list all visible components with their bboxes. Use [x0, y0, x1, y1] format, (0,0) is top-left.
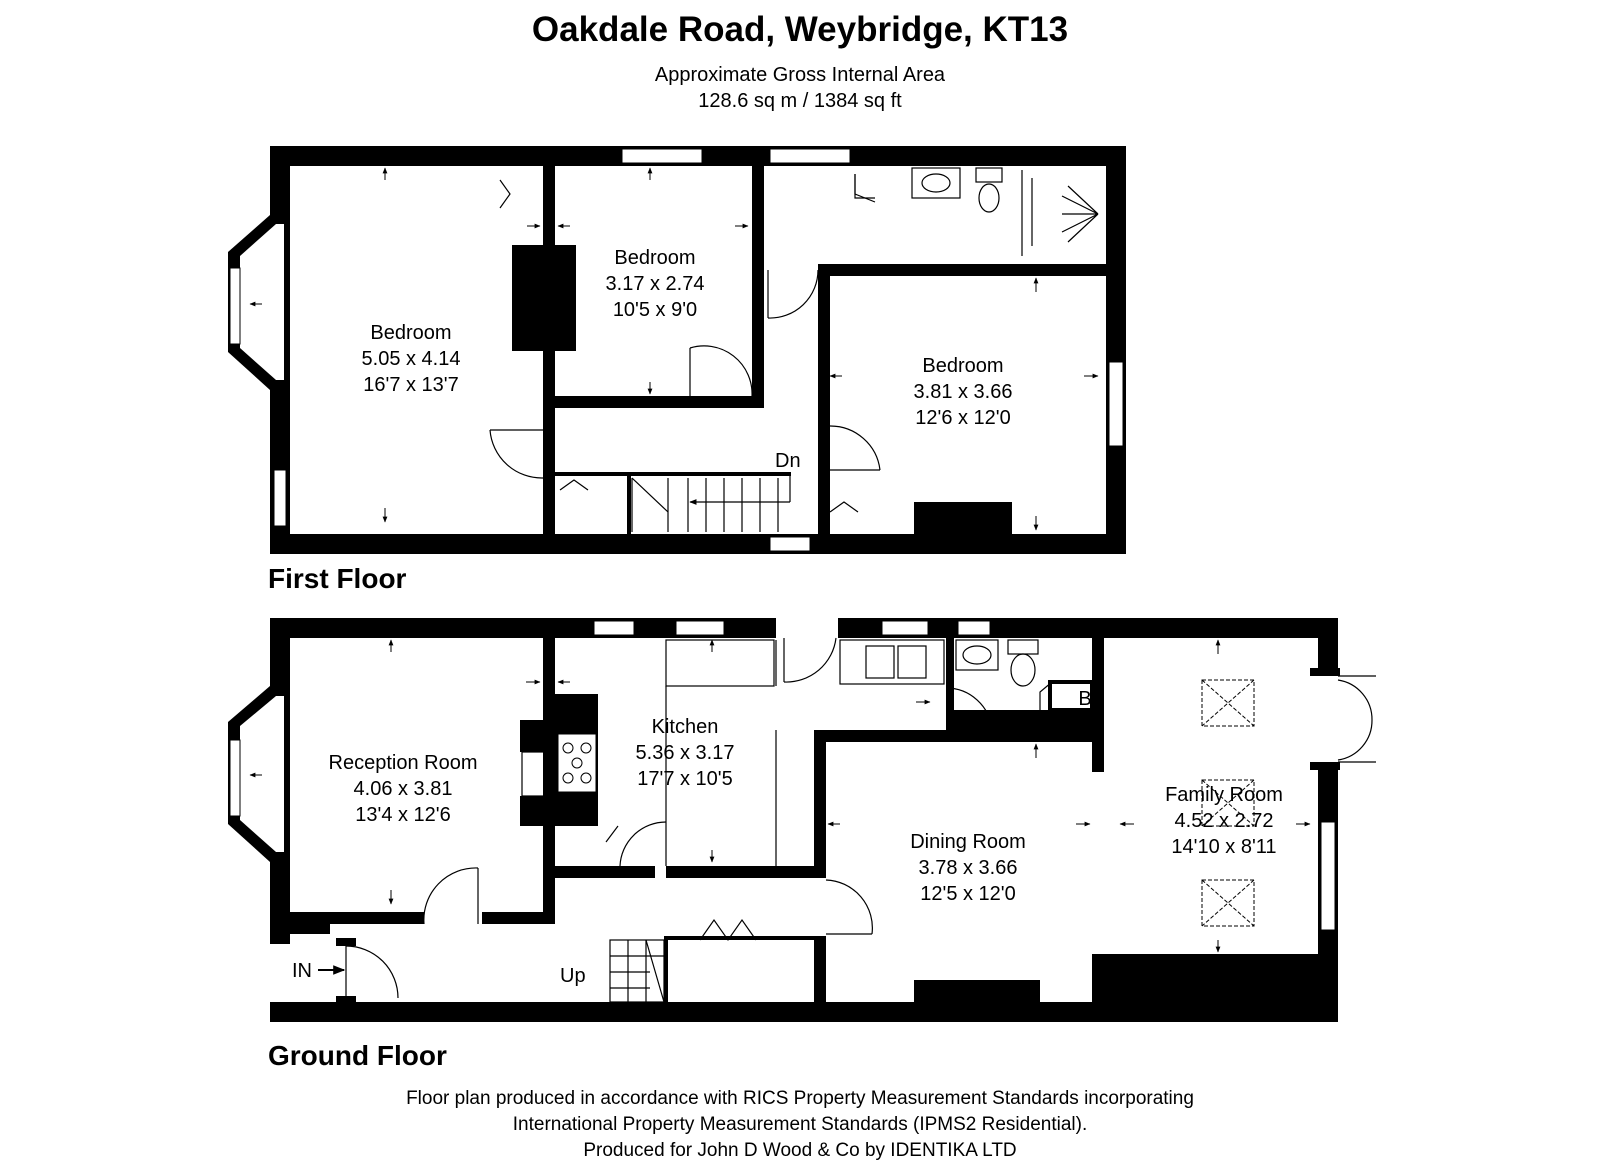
- ff-bay-window: [229, 267, 241, 345]
- room-name: Bedroom: [614, 247, 695, 269]
- footer-line: Produced for John D Wood & Co by IDENTIK…: [583, 1140, 1017, 1161]
- first-floor-label: First Floor: [268, 563, 407, 594]
- room-imperial: 13'4 x 12'6: [355, 804, 451, 826]
- gf-wall: [814, 730, 1104, 742]
- area-value: 128.6 sq m / 1384 sq ft: [698, 90, 902, 112]
- room-name: Dining Room: [910, 831, 1026, 853]
- room-name: Bedroom: [370, 322, 451, 344]
- ff-wall: [818, 264, 830, 534]
- gf-bay-window: [229, 739, 241, 817]
- ff-stairs: [631, 476, 791, 532]
- room-metric: 5.05 x 4.14: [362, 348, 461, 370]
- room-metric: 3.17 x 2.74: [606, 273, 705, 295]
- gf-wall: [1092, 954, 1318, 1002]
- ff-bathroom-fittings: [854, 167, 1099, 256]
- room-imperial: 10'5 x 9'0: [613, 299, 697, 321]
- gf-wall: [543, 638, 555, 924]
- ff-bottom-wall: [270, 534, 1126, 554]
- gf-wall: [814, 730, 826, 878]
- ff-chimney: [914, 502, 1012, 534]
- footer-line: International Property Measurement Stand…: [512, 1114, 1088, 1135]
- gf-right-window: [1320, 821, 1336, 931]
- gf-window: [593, 620, 635, 636]
- ff-window: [769, 536, 811, 552]
- room-name: Family Room: [1165, 784, 1283, 806]
- room-name: Bedroom: [922, 355, 1003, 377]
- ff-stair-label: Dn: [775, 450, 801, 472]
- room-name: Reception Room: [329, 752, 478, 774]
- room-metric: 3.78 x 3.66: [919, 857, 1018, 879]
- kitchen-fittings: [521, 639, 1039, 866]
- gf-wall: [482, 912, 554, 924]
- room-imperial: 17'7 x 10'5: [637, 768, 733, 790]
- gf-wall: [666, 866, 826, 878]
- room-metric: 4.52 x 2.72: [1175, 810, 1274, 832]
- ground-floor-label: Ground Floor: [268, 1040, 447, 1071]
- room-metric: 5.36 x 3.17: [636, 742, 735, 764]
- entrance-label: IN: [292, 960, 312, 982]
- room-imperial: 12'6 x 12'0: [915, 407, 1011, 429]
- ff-chimney: [512, 245, 576, 351]
- footer-line: Floor plan produced in accordance with R…: [406, 1088, 1194, 1109]
- skylights: [1201, 679, 1255, 927]
- gf-stair-label: Up: [560, 965, 586, 987]
- room-metric: 4.06 x 3.81: [354, 778, 453, 800]
- boiler-cupboard: [1048, 680, 1094, 712]
- gf-dimension-arrows: [249, 639, 1311, 1001]
- ff-wall: [818, 264, 1106, 276]
- ff-window: [621, 148, 703, 164]
- gf-window: [675, 620, 725, 636]
- gf-doors: [345, 637, 1376, 999]
- ff-doors: [489, 174, 881, 513]
- ff-right-wall: [1106, 146, 1126, 554]
- gf-wall: [1092, 638, 1104, 772]
- gf-right-wall: [1318, 618, 1338, 674]
- gf-window: [881, 620, 929, 636]
- first-floor-plan: Dn: [228, 146, 1126, 554]
- area-label: Approximate Gross Internal Area: [654, 64, 946, 86]
- ff-window: [769, 148, 851, 164]
- ff-wall: [752, 166, 764, 408]
- page-title: Oakdale Road, Weybridge, KT13: [531, 10, 1069, 49]
- room-name: Kitchen: [652, 716, 719, 738]
- hob: [557, 733, 597, 793]
- room-imperial: 14'10 x 8'11: [1171, 836, 1276, 858]
- gf-window: [957, 620, 991, 636]
- gf-stairs: [609, 939, 665, 1003]
- room-imperial: 12'5 x 12'0: [920, 883, 1016, 905]
- ground-floor-plan: B Up: [228, 618, 1376, 1022]
- ff-left-window: [273, 469, 287, 527]
- gf-wall: [290, 912, 424, 924]
- gf-top-wall: [270, 618, 776, 638]
- gf-bottom-wall: [270, 1002, 1338, 1022]
- gf-wall: [555, 866, 655, 878]
- room-metric: 3.81 x 3.66: [914, 381, 1013, 403]
- room-imperial: 16'7 x 13'7: [363, 374, 459, 396]
- boiler-label: B: [1078, 688, 1091, 710]
- ff-dimension-arrows: [249, 167, 1099, 531]
- ff-wall: [543, 396, 753, 408]
- ff-right-window: [1108, 361, 1124, 447]
